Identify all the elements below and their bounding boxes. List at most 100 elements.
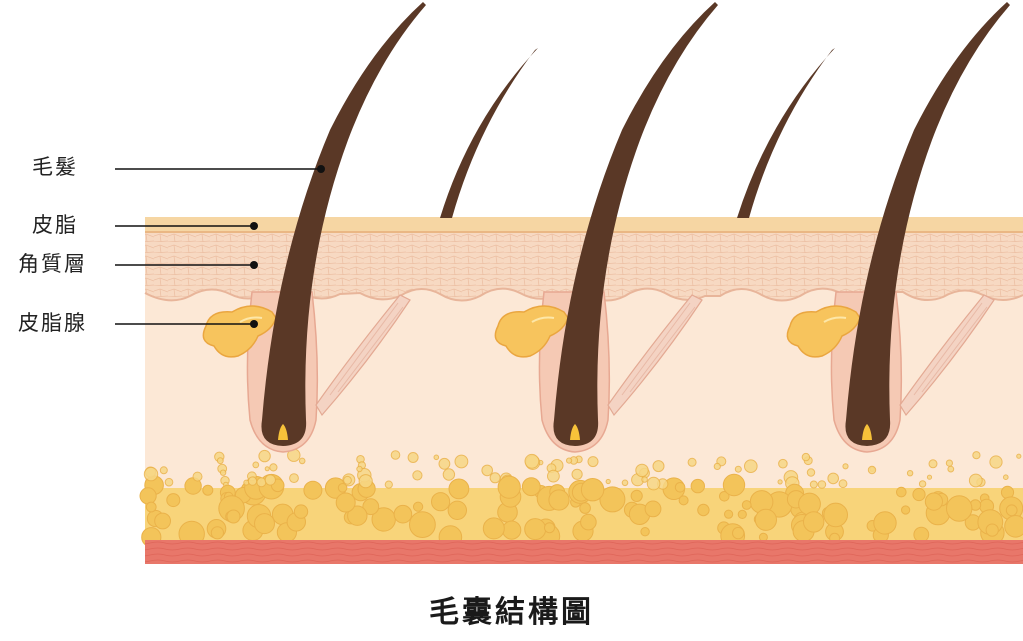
label-hair: 毛髮 bbox=[32, 155, 78, 179]
fat-cell bbox=[433, 454, 440, 461]
fat-cell bbox=[482, 517, 505, 540]
fat-cell bbox=[687, 457, 697, 467]
fat-cell bbox=[641, 476, 648, 483]
fat-cell bbox=[754, 508, 778, 531]
sebaceous-gland bbox=[786, 305, 861, 358]
fat-cell bbox=[1003, 474, 1009, 481]
follicle-unit bbox=[202, 2, 426, 453]
fat-cell bbox=[918, 480, 927, 488]
fat-cell bbox=[293, 504, 309, 519]
fat-cell bbox=[524, 518, 547, 541]
fat-cell bbox=[216, 457, 224, 465]
fat-cell bbox=[1004, 515, 1023, 538]
fat-cell bbox=[827, 472, 840, 485]
fat-cell bbox=[928, 459, 938, 469]
fat-cell bbox=[384, 480, 393, 489]
fat-cell bbox=[254, 513, 275, 535]
fat-cell bbox=[159, 466, 168, 475]
fat-cell bbox=[873, 511, 897, 535]
fat-cell bbox=[447, 500, 467, 520]
fat-cell bbox=[817, 480, 827, 489]
fat-cell bbox=[579, 502, 591, 514]
sebum-surface-layer bbox=[145, 217, 1023, 233]
fat-cell bbox=[630, 489, 643, 502]
fat-cell bbox=[587, 456, 599, 468]
follicle-unit bbox=[786, 2, 1010, 453]
fat-cell bbox=[202, 484, 214, 496]
fat-cell bbox=[164, 477, 174, 487]
fat-cell bbox=[544, 522, 555, 534]
fat-cell bbox=[621, 479, 629, 487]
fat-cell bbox=[719, 491, 730, 502]
muscle-layer bbox=[145, 540, 1023, 564]
fat-cell bbox=[303, 480, 323, 500]
fat-cell bbox=[412, 470, 423, 481]
fat-cell bbox=[407, 452, 419, 463]
fat-cell bbox=[502, 520, 522, 540]
fat-cell bbox=[744, 459, 758, 474]
fat-cell bbox=[1016, 453, 1022, 459]
fat-cell bbox=[809, 480, 818, 489]
sebaceous-gland bbox=[494, 305, 569, 358]
fat-cell bbox=[778, 458, 788, 469]
fat-cell bbox=[926, 474, 933, 480]
fat-cell bbox=[143, 466, 159, 482]
fat-cell bbox=[219, 469, 227, 476]
fat-cell bbox=[906, 470, 914, 477]
diagram-title: 毛囊結構圖 bbox=[429, 595, 594, 630]
fat-cell bbox=[838, 479, 848, 489]
fat-cell bbox=[734, 465, 742, 473]
fat-cell bbox=[145, 501, 157, 513]
fat-cell bbox=[337, 483, 348, 493]
fat-cell bbox=[972, 451, 981, 460]
fat-cell bbox=[945, 459, 954, 467]
fat-cell bbox=[258, 449, 271, 463]
fat-cell bbox=[548, 489, 570, 511]
fat-cell bbox=[806, 468, 816, 477]
fat-cell bbox=[571, 468, 583, 480]
fat-cell bbox=[154, 512, 172, 530]
fat-cell bbox=[362, 498, 380, 516]
fat-cell bbox=[599, 486, 626, 513]
hair-shaft bbox=[261, 2, 426, 446]
fat-cell bbox=[226, 509, 241, 524]
fat-cell bbox=[438, 457, 451, 470]
fat-cell bbox=[989, 455, 1003, 469]
fat-cell bbox=[901, 505, 911, 515]
fat-cell bbox=[166, 493, 181, 508]
fat-cell bbox=[635, 463, 649, 478]
fat-cell bbox=[741, 500, 752, 510]
fat-cell bbox=[356, 465, 363, 473]
fat-cell bbox=[842, 463, 849, 470]
fat-cell bbox=[256, 477, 267, 488]
fat-cell bbox=[347, 505, 368, 526]
small-hair bbox=[737, 48, 835, 218]
fat-cell bbox=[947, 465, 955, 473]
fat-cell bbox=[566, 457, 573, 464]
fat-cell bbox=[823, 502, 849, 528]
fat-cell bbox=[652, 460, 665, 473]
fat-cell bbox=[252, 461, 260, 469]
fat-cell bbox=[946, 495, 973, 522]
fat-cell bbox=[640, 527, 650, 537]
fat-cell bbox=[298, 457, 306, 465]
fat-cell bbox=[690, 478, 705, 494]
fat-cell bbox=[912, 487, 926, 502]
fat-cell bbox=[713, 462, 721, 470]
fat-cell bbox=[732, 526, 745, 540]
fat-cell bbox=[521, 477, 541, 497]
fat-cell bbox=[343, 475, 352, 485]
fat-cell bbox=[210, 526, 224, 540]
fat-cell bbox=[896, 486, 907, 498]
small-hair bbox=[440, 48, 538, 218]
fat-cell bbox=[264, 474, 276, 486]
fat-cell bbox=[393, 504, 413, 524]
fat-cell bbox=[192, 471, 203, 482]
hair-shaft bbox=[845, 2, 1010, 446]
fat-cell bbox=[867, 465, 877, 475]
fat-cell bbox=[803, 511, 825, 533]
fat-cell bbox=[644, 500, 662, 518]
fat-cell bbox=[139, 487, 157, 505]
fat-cell bbox=[547, 469, 560, 483]
